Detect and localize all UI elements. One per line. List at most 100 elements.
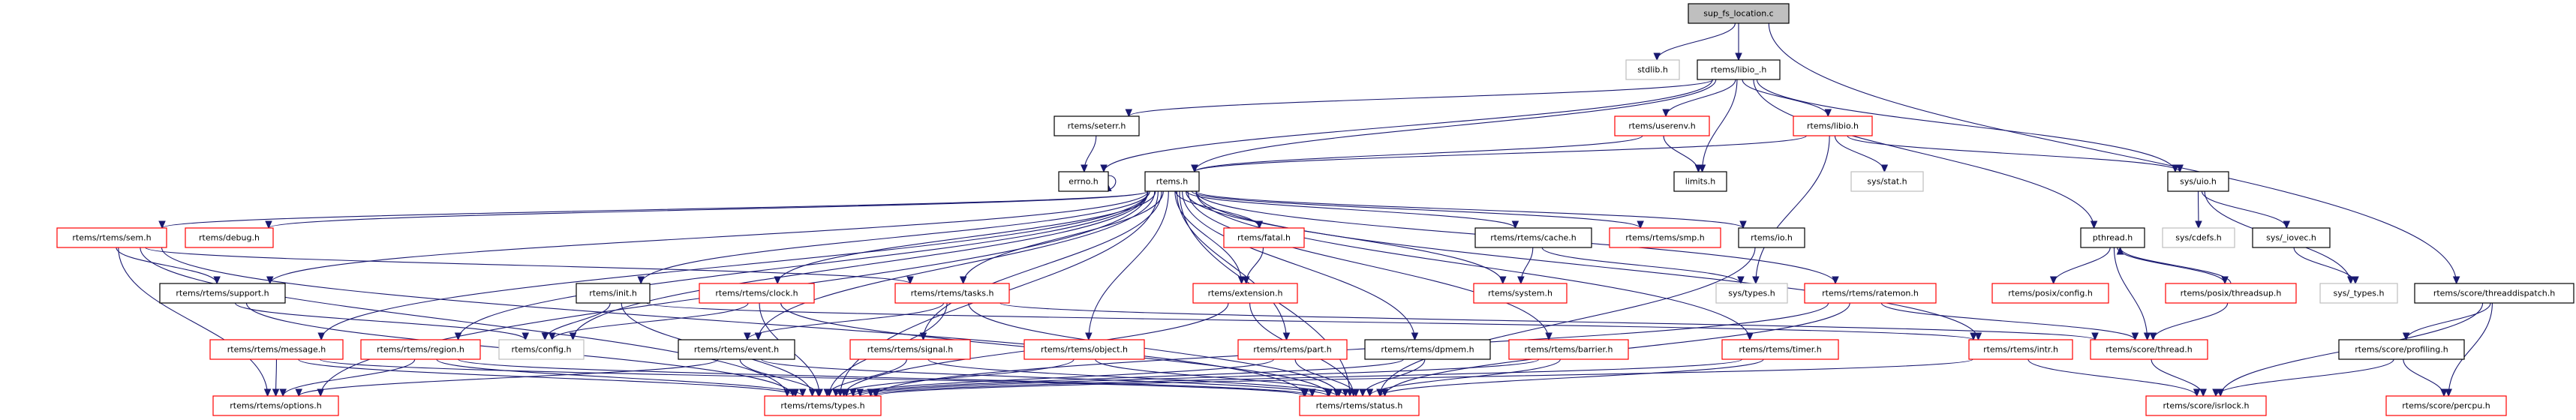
node-box[interactable]	[1364, 339, 1491, 360]
node-cache[interactable]: rtems/rtems/cache.h	[1474, 227, 1592, 248]
node-box[interactable]	[56, 227, 167, 248]
node-systypes[interactable]: sys/types.h	[1715, 283, 1788, 304]
node-box[interactable]	[1715, 283, 1788, 304]
node-errno[interactable]: errno.h	[1058, 171, 1109, 192]
node-box[interactable]	[2252, 227, 2331, 248]
node-box[interactable]	[2414, 283, 2574, 304]
node-region[interactable]: rtems/rtems/region.h	[360, 339, 481, 360]
node-support[interactable]: rtems/rtems/support.h	[159, 283, 286, 304]
node-box[interactable]	[185, 227, 274, 248]
node-io[interactable]: rtems/io.h	[1738, 227, 1805, 248]
node-intr[interactable]: rtems/rtems/intr.h	[1968, 339, 2073, 360]
node-box[interactable]	[209, 339, 344, 360]
node-box[interactable]	[2090, 339, 2208, 360]
node-box[interactable]	[1721, 339, 1839, 360]
node-box[interactable]	[2080, 227, 2145, 248]
node-box[interactable]	[1473, 283, 1568, 304]
node-options[interactable]: rtems/rtems/options.h	[212, 395, 339, 416]
node-sem[interactable]: rtems/rtems/sem.h	[56, 227, 167, 248]
node-profiling[interactable]: rtems/score/profiling.h	[2338, 339, 2465, 360]
node-box[interactable]	[1192, 283, 1298, 304]
node-box[interactable]	[699, 283, 815, 304]
node-clock[interactable]: rtems/rtems/clock.h	[699, 283, 815, 304]
node-limits[interactable]: limits.h	[1673, 171, 1727, 192]
node-box[interactable]	[1968, 339, 2073, 360]
node-box[interactable]	[849, 339, 971, 360]
node-types[interactable]: rtems/rtems/types.h	[764, 395, 882, 416]
node-sysiovec[interactable]: sys/_iovec.h	[2252, 227, 2331, 248]
node-posixconfig[interactable]: rtems/posix/config.h	[1991, 283, 2109, 304]
node-box[interactable]	[159, 283, 286, 304]
node-box[interactable]	[1609, 227, 1721, 248]
node-seterr[interactable]: rtems/seterr.h	[1054, 116, 1140, 136]
node-box[interactable]	[576, 283, 651, 304]
node-threaddispatch[interactable]: rtems/score/threaddispatch.h	[2414, 283, 2574, 304]
node-box[interactable]	[1144, 171, 1200, 192]
node-ratemon[interactable]: rtems/rtems/ratemon.h	[1804, 283, 1937, 304]
node-box[interactable]	[1058, 171, 1109, 192]
node-box[interactable]	[360, 339, 481, 360]
node-dpmem[interactable]: rtems/rtems/dpmem.h	[1364, 339, 1491, 360]
node-box[interactable]	[1023, 339, 1145, 360]
node-isrlock[interactable]: rtems/score/isrlock.h	[2145, 395, 2267, 416]
node-box[interactable]	[2145, 395, 2267, 416]
node-box[interactable]	[2319, 283, 2398, 304]
node-thread[interactable]: rtems/score/thread.h	[2090, 339, 2208, 360]
node-box[interactable]	[2385, 395, 2507, 416]
node-box[interactable]	[2165, 283, 2297, 304]
node-sysuio[interactable]: sys/uio.h	[2167, 171, 2229, 192]
node-box[interactable]	[1614, 116, 1710, 136]
node-syscdefs[interactable]: sys/cdefs.h	[2162, 227, 2235, 248]
node-box[interactable]	[1625, 59, 1680, 80]
node-fatal[interactable]: rtems/fatal.h	[1223, 227, 1305, 248]
node-rtems[interactable]: rtems.h	[1144, 171, 1200, 192]
node-libio[interactable]: rtems/libio.h	[1793, 116, 1873, 136]
node-status[interactable]: rtems/rtems/status.h	[1299, 395, 1420, 416]
node-debug[interactable]: rtems/debug.h	[185, 227, 274, 248]
node-box[interactable]	[498, 339, 585, 360]
node-object[interactable]: rtems/rtems/object.h	[1023, 339, 1145, 360]
node-extension[interactable]: rtems/extension.h	[1192, 283, 1298, 304]
node-sys_types[interactable]: sys/_types.h	[2319, 283, 2398, 304]
node-box[interactable]	[1673, 171, 1727, 192]
node-box[interactable]	[1688, 3, 1790, 24]
node-event[interactable]: rtems/rtems/event.h	[678, 339, 795, 360]
node-box[interactable]	[2162, 227, 2235, 248]
node-percpu[interactable]: rtems/score/percpu.h	[2385, 395, 2507, 416]
node-stdlib[interactable]: stdlib.h	[1625, 59, 1680, 80]
node-tasks[interactable]: rtems/rtems/tasks.h	[894, 283, 1010, 304]
node-message[interactable]: rtems/rtems/message.h	[209, 339, 344, 360]
node-box[interactable]	[1697, 59, 1781, 80]
node-sysstat[interactable]: sys/stat.h	[1850, 171, 1924, 192]
node-box[interactable]	[2167, 171, 2229, 192]
node-box[interactable]	[678, 339, 795, 360]
node-pthread[interactable]: pthread.h	[2080, 227, 2145, 248]
node-box[interactable]	[894, 283, 1010, 304]
node-system[interactable]: rtems/system.h	[1473, 283, 1568, 304]
node-config[interactable]: rtems/config.h	[498, 339, 585, 360]
node-box[interactable]	[1991, 283, 2109, 304]
node-barrier[interactable]: rtems/rtems/barrier.h	[1508, 339, 1629, 360]
node-box[interactable]	[2338, 339, 2465, 360]
node-box[interactable]	[1508, 339, 1629, 360]
node-box[interactable]	[1738, 227, 1805, 248]
node-box[interactable]	[1850, 171, 1924, 192]
node-timer[interactable]: rtems/rtems/timer.h	[1721, 339, 1839, 360]
node-box[interactable]	[1793, 116, 1873, 136]
node-box[interactable]	[1237, 339, 1348, 360]
node-box[interactable]	[212, 395, 339, 416]
node-libio_[interactable]: rtems/libio_.h	[1697, 59, 1781, 80]
node-box[interactable]	[1299, 395, 1420, 416]
node-userenv[interactable]: rtems/userenv.h	[1614, 116, 1710, 136]
node-box[interactable]	[1054, 116, 1140, 136]
node-init[interactable]: rtems/init.h	[576, 283, 651, 304]
node-signal[interactable]: rtems/rtems/signal.h	[849, 339, 971, 360]
node-box[interactable]	[1804, 283, 1937, 304]
node-smp[interactable]: rtems/rtems/smp.h	[1609, 227, 1721, 248]
node-box[interactable]	[1223, 227, 1305, 248]
node-box[interactable]	[1474, 227, 1592, 248]
node-part[interactable]: rtems/rtems/part.h	[1237, 339, 1348, 360]
node-threadsup[interactable]: rtems/posix/threadsup.h	[2165, 283, 2297, 304]
node-root[interactable]: sup_fs_location.c	[1688, 3, 1790, 24]
node-box[interactable]	[764, 395, 882, 416]
